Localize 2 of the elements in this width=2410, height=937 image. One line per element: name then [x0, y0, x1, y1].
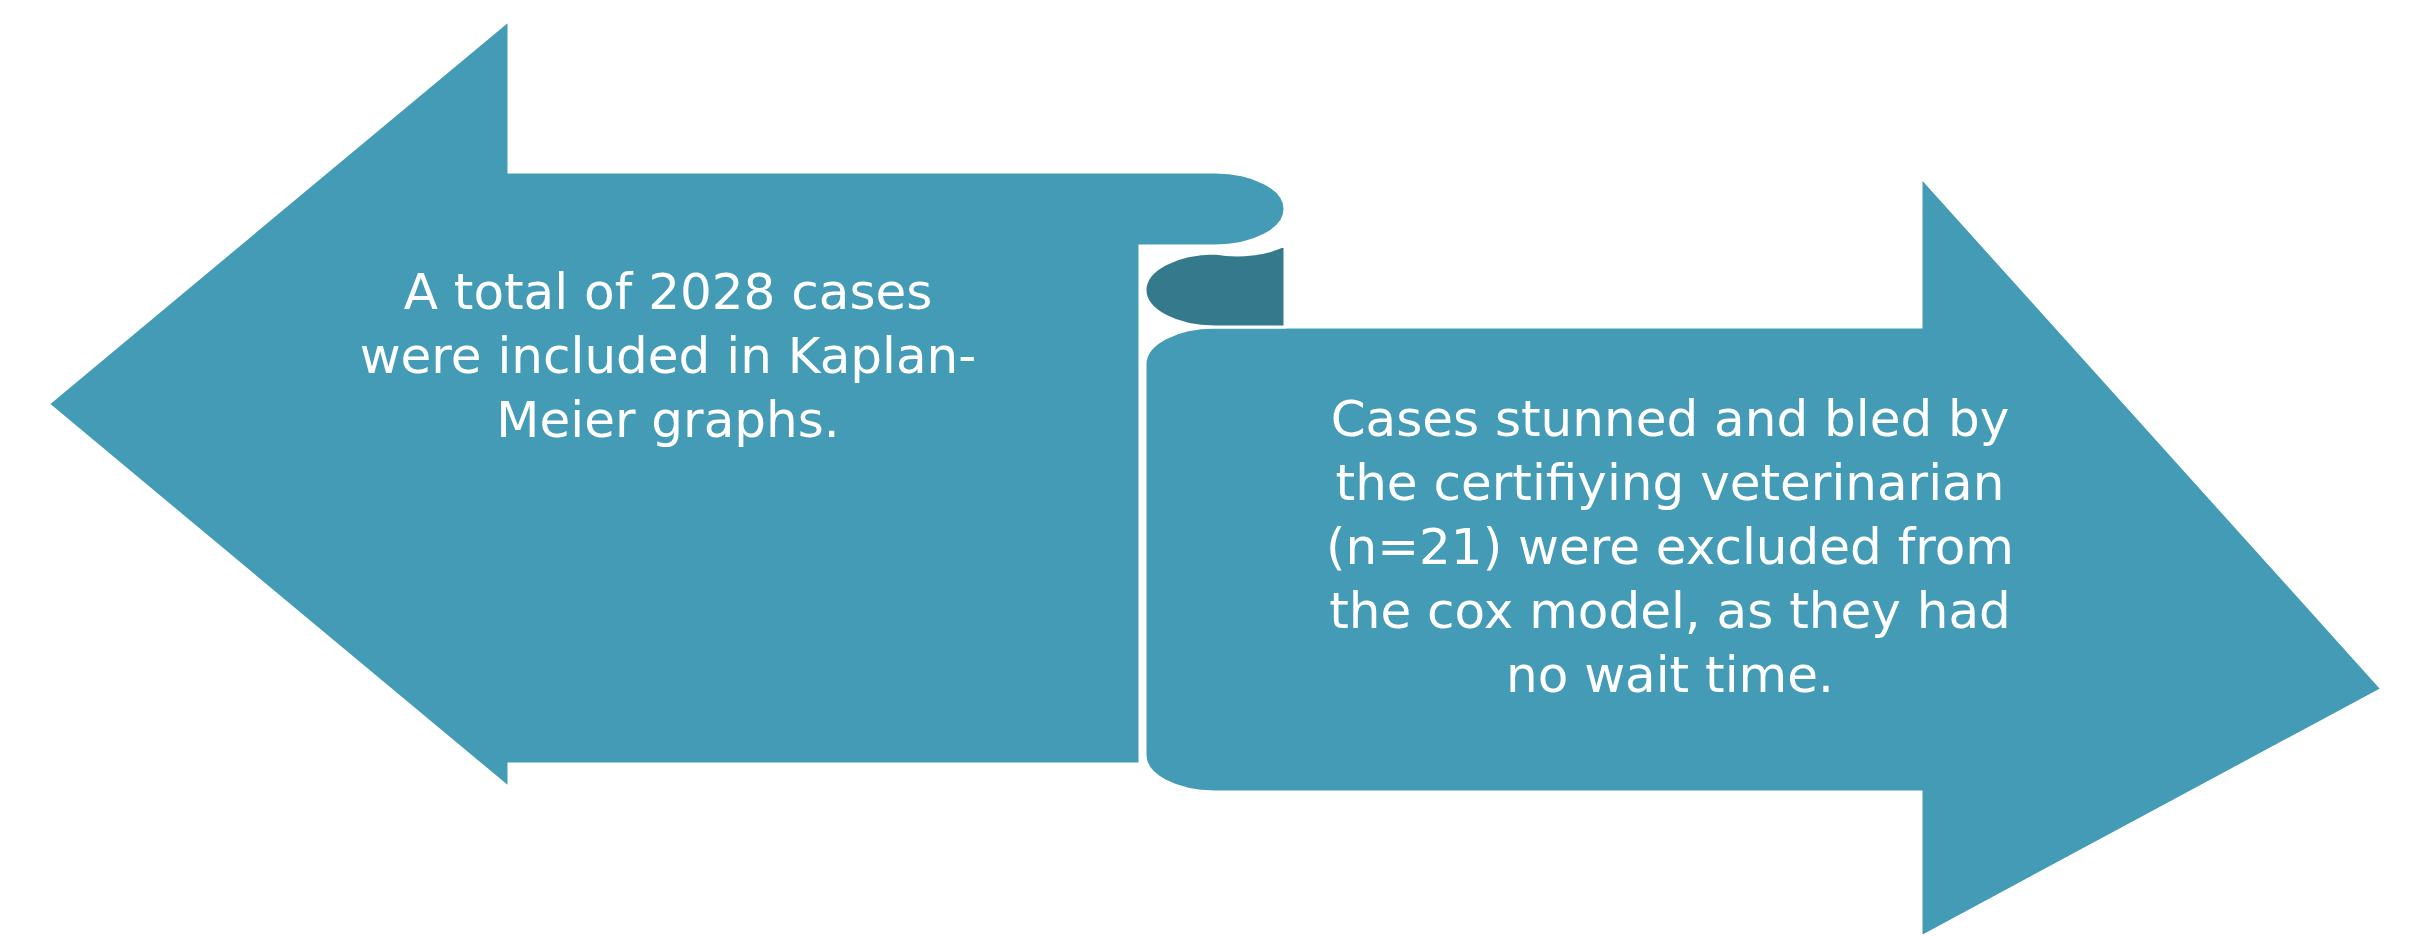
arrow-text: A total of 2028 cases were included in Kaplan-Meier graphs.	[358, 262, 978, 451]
arrow-text: Cases stunned and bled by the certifiying veterinarian (n=21) were excluded from the cox model, as they had no wait time.	[1324, 389, 2015, 706]
